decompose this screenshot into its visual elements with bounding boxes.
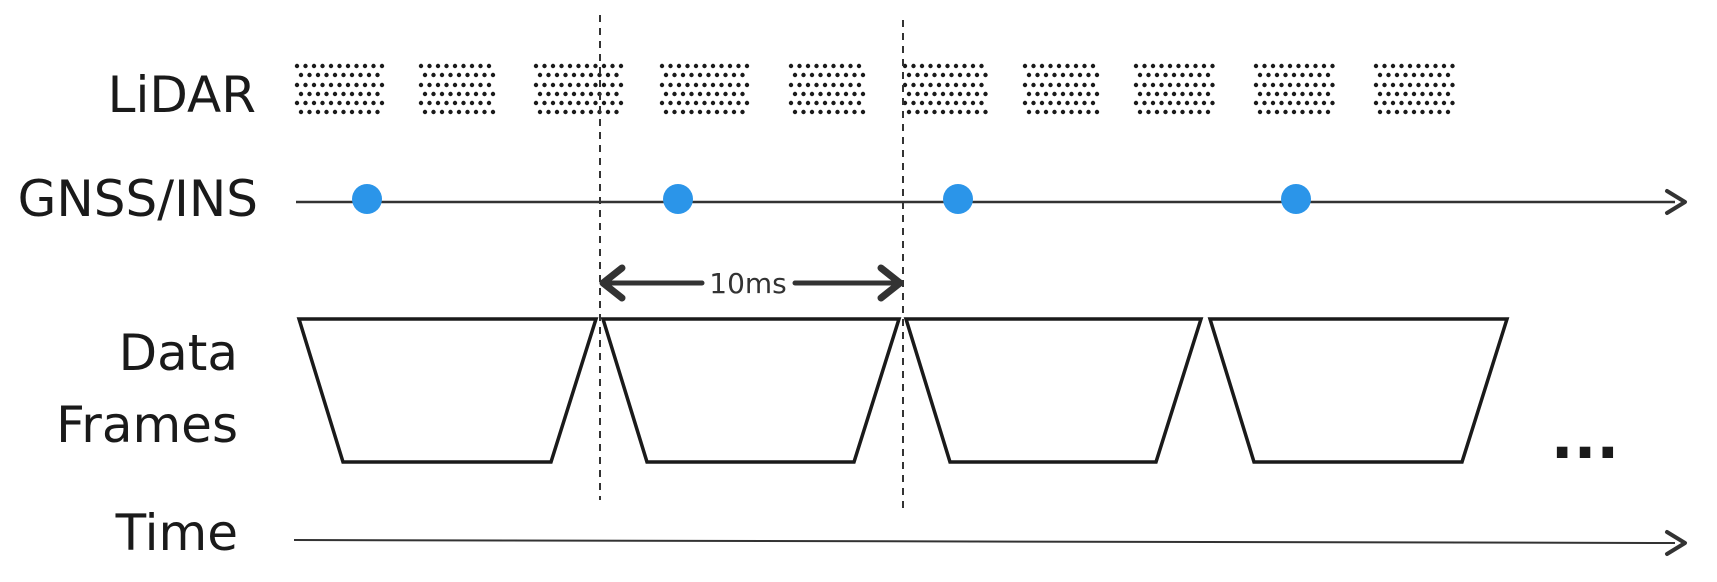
double-arrow-icon (599, 264, 904, 302)
time-axis (293, 539, 1676, 544)
lidar-packet (1022, 63, 1100, 115)
gnss-sample-marker (1281, 184, 1311, 214)
lidar-packet (902, 63, 988, 115)
gnss-sample-marker (943, 184, 973, 214)
lidar-packet (1253, 63, 1335, 115)
ellipsis-indicator: ... (1551, 403, 1619, 473)
time-label: Time (115, 504, 238, 562)
arrow-right-icon (1665, 530, 1687, 556)
lidar-label: LiDAR (108, 66, 256, 124)
lidar-packet (788, 63, 866, 115)
data-frame (903, 317, 1204, 464)
data-frames-label-line1: Data (119, 324, 238, 382)
lidar-packet (533, 63, 624, 115)
data-frame (600, 317, 902, 464)
data-frame (1207, 317, 1510, 464)
lidar-packet (418, 63, 496, 115)
interval-label: 10ms (709, 267, 787, 300)
data-frames-row (296, 317, 1510, 464)
arrow-right-icon (1665, 189, 1687, 215)
gnss-sample-marker (663, 184, 693, 214)
lidar-packet (1373, 63, 1455, 115)
lidar-packet (294, 63, 385, 115)
data-frames-label-line2: Frames (56, 396, 238, 454)
lidar-packet (659, 63, 750, 115)
gnss-label: GNSS/INS (18, 170, 258, 228)
data-frame (296, 317, 599, 464)
gnss-sample-row (352, 184, 1311, 214)
gnss-sample-marker (352, 184, 382, 214)
lidar-packet-row (294, 63, 1455, 115)
lidar-packet (1133, 63, 1215, 115)
